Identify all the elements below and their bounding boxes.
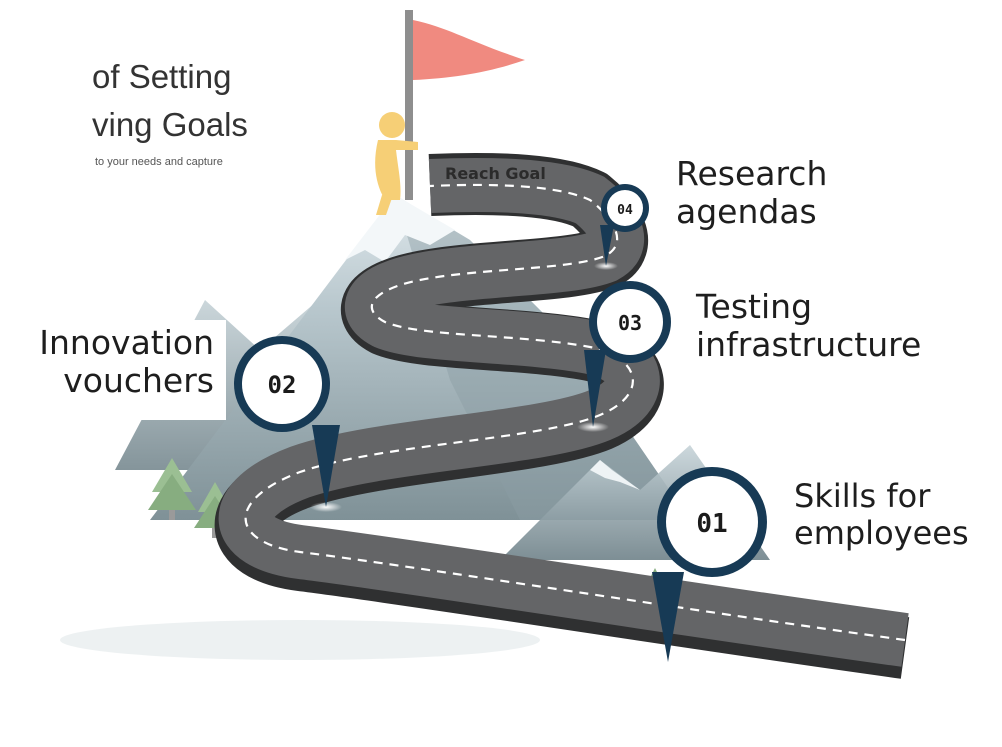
summit-flag xyxy=(375,10,525,215)
label-background xyxy=(676,282,946,384)
marker-number: 02 xyxy=(268,371,297,399)
step-label-04: Research agendas xyxy=(676,155,827,231)
step-label-line: employees xyxy=(794,513,969,552)
step-label-line: agendas xyxy=(676,191,817,231)
marker-pin-03: 03 xyxy=(584,281,671,427)
step-label-line: Testing xyxy=(696,287,813,326)
marker-pin-04: 04 xyxy=(600,184,649,266)
step-label-03: Testing infrastructure xyxy=(696,288,921,364)
person-icon xyxy=(375,112,418,215)
marker-pin-02: 02 xyxy=(234,336,340,507)
ground-shadow xyxy=(60,620,540,660)
flag-icon xyxy=(413,20,525,80)
marker-number: 01 xyxy=(696,509,727,539)
snow-cap xyxy=(345,195,455,262)
step-label-line: vouchers xyxy=(63,360,214,400)
label-background xyxy=(0,320,226,420)
title-line-2: ving Goals xyxy=(92,106,248,143)
step-label-02: Innovation vouchers xyxy=(14,324,214,400)
step-label-01: Skills for employees xyxy=(794,478,969,552)
step-label-line: Skills for xyxy=(794,477,931,515)
flag-pole xyxy=(405,10,413,200)
marker-number: 04 xyxy=(617,203,633,218)
step-label-line: infrastructure xyxy=(696,324,922,364)
marker-number: 03 xyxy=(618,311,642,335)
reach-goal-label: Reach Goal xyxy=(445,164,546,183)
tree-icon xyxy=(148,458,196,520)
marker-pin-01: 01 xyxy=(652,467,767,662)
step-label-line: Innovation xyxy=(39,323,214,362)
title-line-1: of Setting xyxy=(92,58,232,95)
subtitle: to your needs and capture xyxy=(95,156,223,168)
step-label-line: Research xyxy=(676,154,828,193)
right-snow-cap xyxy=(590,460,640,490)
